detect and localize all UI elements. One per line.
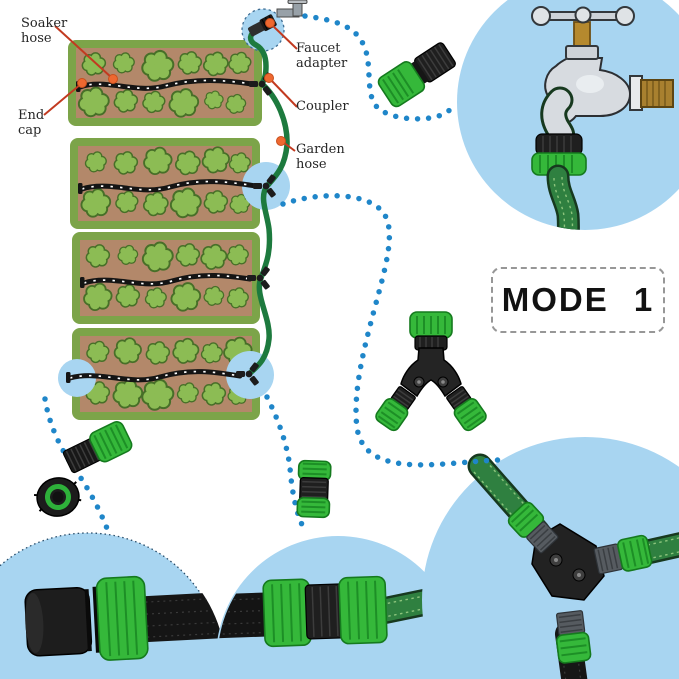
faucet-adapter-photo (377, 42, 456, 108)
y-splitter-photo-large (467, 453, 679, 679)
coupler-photo-small (296, 459, 332, 519)
faucet-icon (531, 6, 674, 230)
garden-hose-marker-dot (276, 136, 286, 146)
end-cap-photo-a (62, 421, 133, 474)
coupler-label: Coupler (296, 99, 349, 114)
soaker-hose-label: Soaker hose (21, 16, 68, 47)
faucet-adapter-icon (531, 133, 587, 176)
faucet-adapter-marker-dot (265, 18, 275, 28)
soaker-hose-lines (66, 78, 259, 383)
garden-beds (68, 40, 262, 420)
faucet-bubble (457, 0, 679, 230)
soaker-hose-marker-dot (108, 74, 118, 84)
y-splitter-bubble (422, 437, 679, 679)
callout-leaders (43, 18, 298, 152)
coupler-marker-dot (264, 73, 274, 83)
end-cap-photo-b (33, 477, 82, 517)
y-splitter-photo-small (375, 311, 487, 432)
garden-hose-label: Garden hose (296, 142, 345, 173)
faucet-adapter-label: Faucet adapter (296, 41, 348, 72)
end-cap-photo-large (24, 575, 233, 661)
end-cap-marker-dot (77, 78, 87, 88)
mode-badge: MODE 1 (491, 267, 665, 333)
end-cap-bubble (0, 532, 233, 679)
garden-hose-line (246, 27, 290, 377)
end-cap-label: End cap (18, 108, 45, 139)
